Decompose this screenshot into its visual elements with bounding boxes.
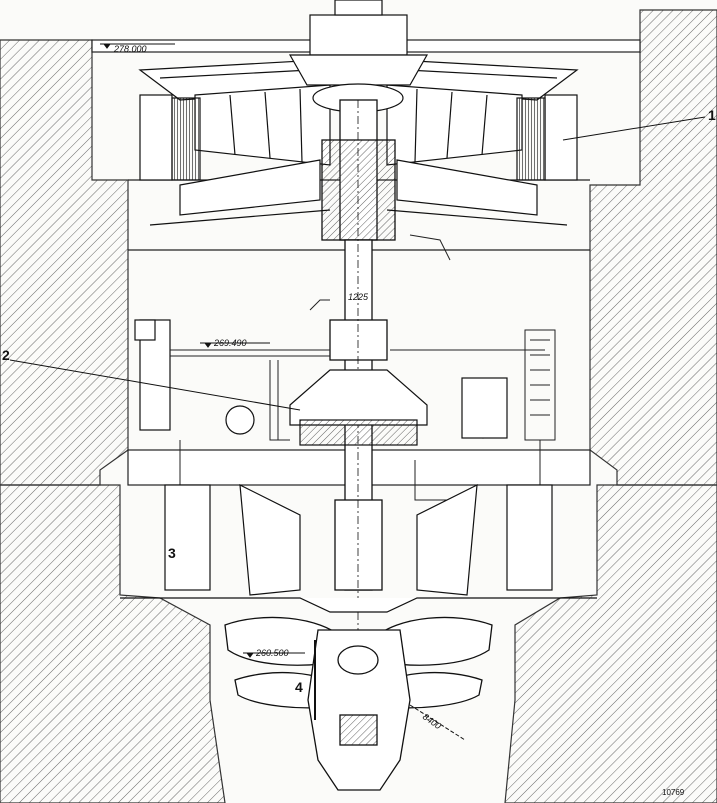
label-4: 4 [295, 679, 303, 695]
elevation-runner: 260.500 [255, 648, 289, 658]
drawing-number: 10769 [662, 788, 685, 797]
turbine-head-cover [120, 483, 597, 613]
elevation-top: 278.000 [113, 44, 147, 54]
leader-lines [9, 116, 706, 741]
shaft-dimension: 1225 [348, 292, 369, 302]
generator [138, 0, 579, 226]
label-2: 2 [2, 347, 10, 363]
label-3: 3 [168, 545, 176, 561]
runner-diameter: 8400 [421, 711, 443, 731]
guide-bearing [134, 319, 508, 446]
label-1: 1 [708, 107, 716, 123]
concrete-walls [0, 9, 717, 803]
elevation-markers [100, 43, 305, 658]
kaplan-runner [224, 616, 493, 791]
elevation-mid: 269.490 [213, 338, 247, 348]
